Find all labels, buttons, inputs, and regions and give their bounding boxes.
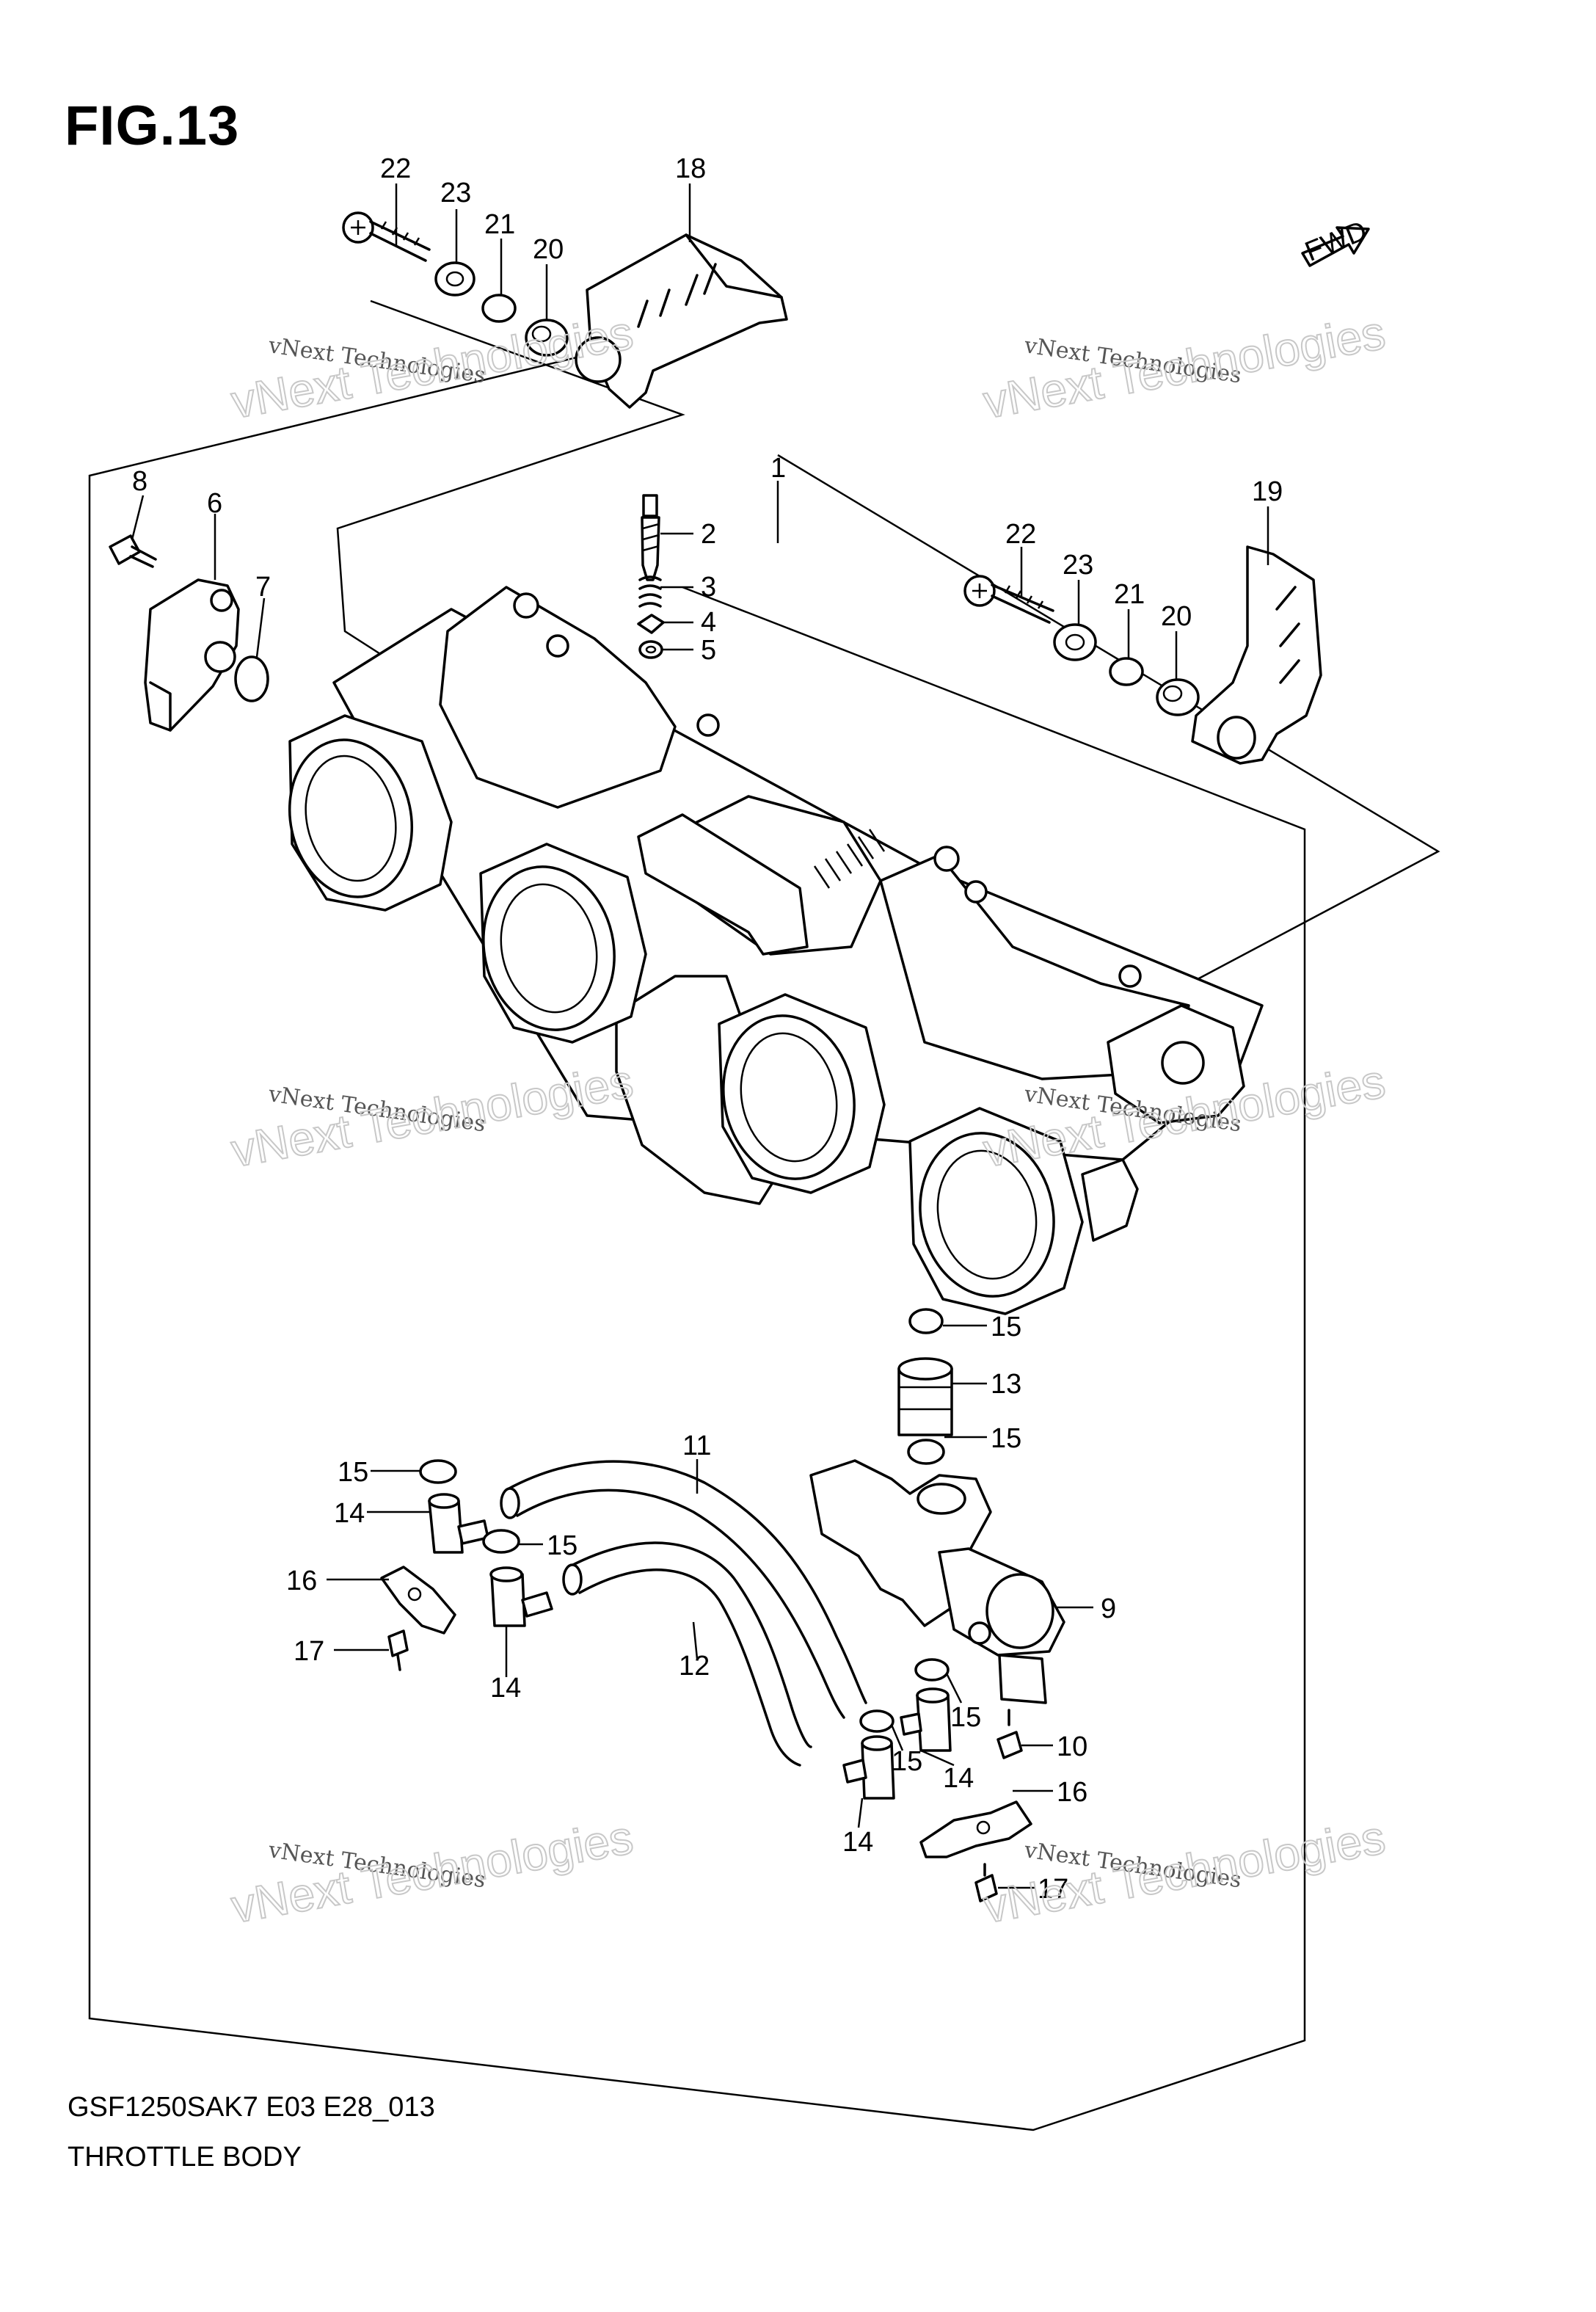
o-ring-15a-icon: [908, 1308, 944, 1334]
screw-22-icon: [342, 211, 431, 262]
throttle-position-sensor-6-icon: [144, 578, 240, 732]
idle-speed-control-valve-9-icon: [809, 1459, 1065, 1704]
assembly-frame: [88, 330, 1306, 2131]
throttle-body-1-icon: [288, 586, 1264, 1315]
o-ring-15b-icon: [907, 1439, 945, 1465]
throttle-bore-2-icon: [479, 843, 647, 1044]
callout-17b: 17: [1038, 1874, 1068, 1905]
fitting-14a-icon: [428, 1493, 489, 1554]
screw-8-icon: [109, 534, 157, 568]
clamp-16a-icon: [380, 1566, 456, 1635]
callout-23b: 23: [1063, 550, 1093, 581]
callout-9: 9: [1101, 1593, 1116, 1624]
callout-19: 19: [1252, 476, 1283, 507]
throttle-bore-3-icon: [718, 993, 886, 1194]
watermark-logo-2: vNext Technologies: [980, 306, 1389, 429]
callout-22b: 22: [1005, 519, 1036, 550]
callout-18: 18: [675, 153, 706, 184]
adjust-screw-group: [637, 494, 665, 659]
spring-3-icon: [638, 575, 662, 608]
callout-20a: 20: [533, 234, 564, 265]
screw-10-icon: [996, 1709, 1023, 1759]
joint-group: [897, 1308, 953, 1465]
o-ring-15d-icon: [482, 1529, 520, 1554]
callout-15e: 15: [950, 1702, 981, 1733]
callout-23a: 23: [440, 178, 471, 208]
callout-15a: 15: [991, 1312, 1021, 1342]
cable-bracket-18-icon: [575, 233, 788, 409]
adjust-screw-2-icon: [641, 494, 660, 581]
callout-14c: 14: [943, 1763, 974, 1794]
o-ring-7-icon: [234, 655, 269, 702]
washer-23b-icon: [1053, 623, 1097, 661]
clamp-16b-icon: [919, 1800, 1032, 1858]
screw-17a-icon: [387, 1629, 409, 1671]
callout-5: 5: [701, 635, 716, 666]
o-ring-15e-icon: [914, 1658, 950, 1682]
callout-3: 3: [701, 572, 716, 603]
callout-8: 8: [132, 466, 147, 497]
fwd-label: FWD: [1301, 215, 1371, 267]
bushing-21-icon: [481, 294, 517, 323]
callout-20b: 20: [1161, 601, 1192, 632]
watermark-logo-5: vNext Technologies: [227, 1811, 637, 1933]
figure-title: FIG.13: [65, 95, 240, 157]
callout-12: 12: [679, 1651, 710, 1682]
throttle-bore-1-icon: [288, 714, 453, 912]
screw-17b-icon: [974, 1863, 998, 1902]
watermark-logo-6: vNext Technologies: [980, 1811, 1389, 1933]
callout-15f: 15: [892, 1746, 922, 1777]
callout-16b: 16: [1057, 1777, 1087, 1808]
bracket-19-group: [963, 545, 1322, 765]
valve-9-group: [809, 1459, 1065, 1902]
left-fittings-group: [380, 1459, 553, 1671]
assembly-frame-inner: [336, 299, 685, 666]
sensor-6-group: [109, 534, 269, 732]
o-ring-5-icon: [638, 640, 663, 659]
washer-23-icon: [434, 261, 475, 297]
callout-14a: 14: [334, 1498, 365, 1529]
callout-13: 13: [991, 1369, 1021, 1400]
callout-15d: 15: [547, 1530, 577, 1561]
watermark-logo-3: vNext Technologies: [227, 1055, 637, 1177]
bracket-18-group: [342, 211, 788, 409]
callout-15b: 15: [991, 1423, 1021, 1454]
callout-1: 1: [770, 453, 786, 484]
screw-22b-icon: [963, 575, 1054, 624]
fitting-14d-icon: [842, 1735, 895, 1800]
callout-11: 11: [682, 1431, 711, 1461]
callout-14d: 14: [842, 1827, 873, 1858]
caption-title: THROTTLE BODY: [68, 2142, 302, 2173]
callout-7: 7: [255, 572, 271, 603]
bushing-21b-icon: [1109, 657, 1144, 686]
o-ring-15c-icon: [419, 1459, 457, 1484]
hose-11-icon: [500, 1460, 867, 1719]
callout-6: 6: [207, 488, 222, 519]
fwd-arrow-icon: FWD: [1301, 215, 1371, 267]
callout-21a: 21: [484, 209, 515, 240]
throttle-bore-4-icon: [908, 1107, 1139, 1315]
model-code: GSF1250SAK7 E03 E28_013: [68, 2092, 435, 2123]
o-ring-15f-icon: [859, 1709, 894, 1733]
callout-leaders: [131, 183, 1269, 1889]
washer-4-icon: [637, 614, 665, 634]
fitting-14c-icon: [900, 1687, 952, 1752]
cable-bracket-19-icon: [1191, 545, 1322, 765]
callout-numbers: 22 23 21 20 18 1 8 6 7 2 3 4 5 22 23 21 …: [132, 153, 1283, 1905]
callout-2: 2: [701, 519, 716, 550]
hose-12-icon: [562, 1541, 812, 1767]
callout-14b: 14: [490, 1673, 521, 1704]
callout-4: 4: [701, 607, 716, 638]
callout-15c: 15: [338, 1457, 368, 1488]
grommet-20b-icon: [1156, 678, 1200, 716]
joint-13-icon: [897, 1357, 953, 1436]
callout-22a: 22: [380, 153, 411, 184]
callout-21b: 21: [1114, 579, 1145, 610]
callout-16a: 16: [286, 1566, 317, 1596]
fitting-14b-icon: [489, 1566, 553, 1627]
callout-10: 10: [1057, 1731, 1087, 1762]
callout-17a: 17: [294, 1636, 324, 1667]
